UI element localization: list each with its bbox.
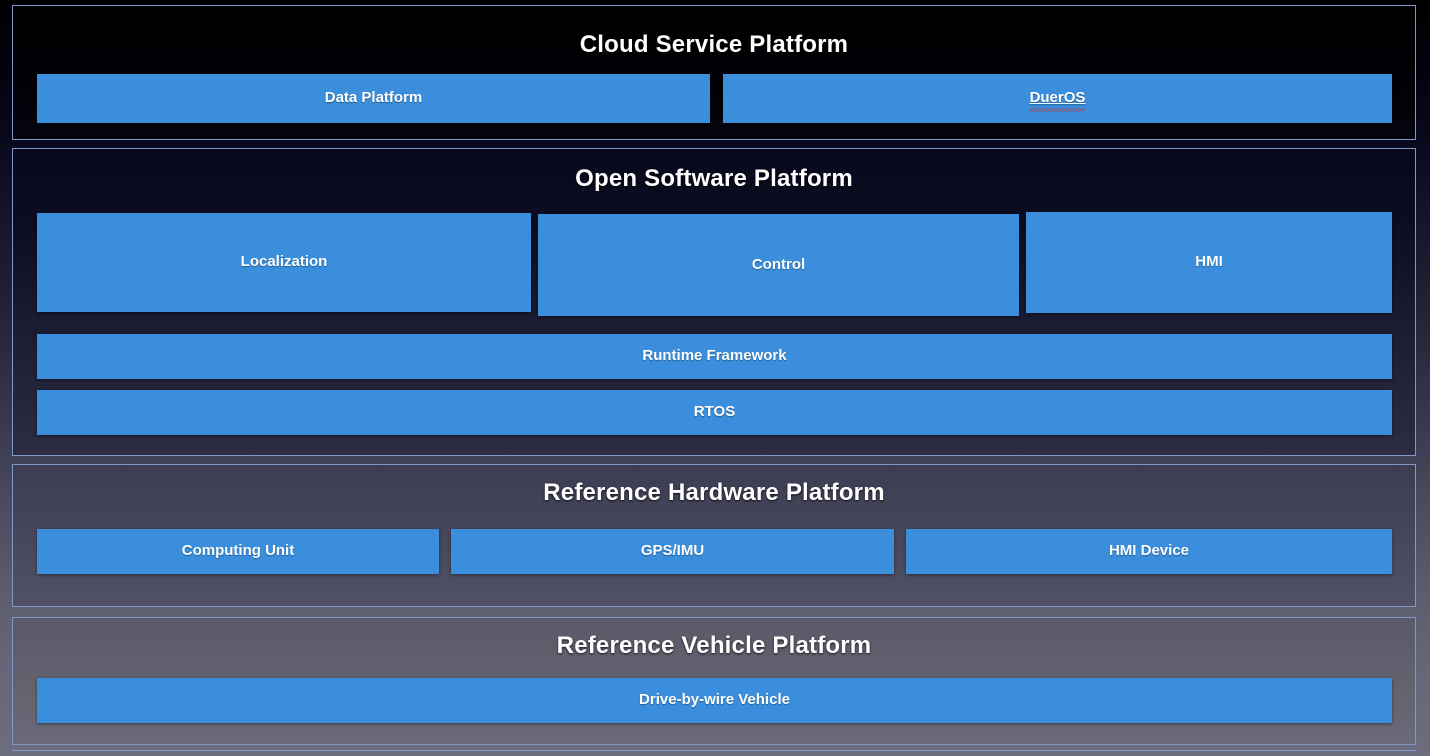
box-data-platform[interactable]: Data Platform bbox=[37, 74, 710, 123]
layer-open-software-platform: Open Software Platform Localization Cont… bbox=[12, 148, 1416, 456]
box-rtos[interactable]: RTOS bbox=[37, 390, 1392, 435]
box-control[interactable]: Control bbox=[538, 214, 1019, 316]
layer-title-cloud-service-platform: Cloud Service Platform bbox=[579, 31, 849, 58]
box-label-localization: Localization bbox=[240, 253, 328, 271]
box-label-runtime-framework: Runtime Framework bbox=[642, 347, 787, 365]
layer-title-reference-hardware-platform: Reference Hardware Platform bbox=[543, 479, 885, 506]
box-label-computing-unit: Computing Unit bbox=[181, 542, 295, 560]
box-label-drive-by-wire-vehicle: Drive-by-wire Vehicle bbox=[639, 691, 790, 709]
box-label-gps-imu: GPS/IMU bbox=[640, 542, 705, 560]
box-label-data-platform: Data Platform bbox=[324, 89, 423, 107]
box-runtime-framework[interactable]: Runtime Framework bbox=[37, 334, 1392, 379]
layer-cloud-service-platform: Cloud Service Platform Data Platform Due… bbox=[12, 5, 1416, 140]
layer-reference-hardware-platform: Reference Hardware Platform Computing Un… bbox=[12, 464, 1416, 607]
box-label-control: Control bbox=[751, 255, 806, 273]
box-label-hmi: HMI bbox=[1195, 253, 1223, 271]
box-computing-unit[interactable]: Computing Unit bbox=[37, 529, 439, 574]
box-label-dueros: DuerOS bbox=[1029, 89, 1086, 112]
box-hmi-device[interactable]: HMI Device bbox=[906, 529, 1392, 574]
box-hmi[interactable]: HMI bbox=[1026, 212, 1392, 313]
layer-title-open-software-platform: Open Software Platform bbox=[575, 165, 853, 192]
layer-title-reference-vehicle-platform: Reference Vehicle Platform bbox=[556, 632, 872, 659]
box-drive-by-wire-vehicle[interactable]: Drive-by-wire Vehicle bbox=[37, 678, 1392, 723]
box-gps-imu[interactable]: GPS/IMU bbox=[451, 529, 894, 574]
box-dueros[interactable]: DuerOS bbox=[723, 74, 1392, 123]
layer-reference-vehicle-platform: Reference Vehicle Platform Drive-by-wire… bbox=[12, 617, 1416, 745]
bottom-panel-edge bbox=[12, 750, 1416, 756]
box-label-rtos: RTOS bbox=[693, 403, 736, 421]
box-label-hmi-device: HMI Device bbox=[1108, 542, 1190, 560]
box-localization[interactable]: Localization bbox=[37, 213, 531, 312]
